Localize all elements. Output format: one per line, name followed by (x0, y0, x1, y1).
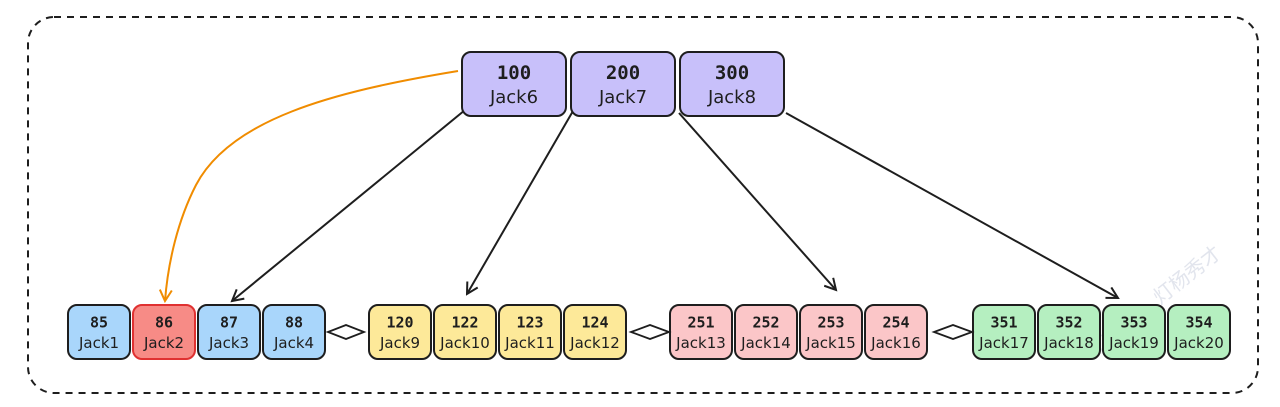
leaf-link-1-2 (325, 324, 367, 340)
cell-box (1167, 304, 1231, 360)
cell-name: Jack3 (208, 334, 249, 352)
cell-name: Jack19 (1108, 334, 1159, 352)
cell-key: 120 (386, 314, 413, 332)
cell-name: Jack13 (675, 334, 726, 352)
cell-box (799, 304, 863, 360)
cell-key: 353 (1120, 314, 1147, 332)
cell-name: Jack11 (504, 334, 555, 352)
dashed-frame (27, 16, 1259, 394)
cell-key: 85 (90, 314, 108, 332)
pointer-arrow-leaf-2 (467, 110, 574, 294)
cell-name: Jack2 (143, 334, 184, 352)
pointer-arrow-leaf-1 (232, 109, 466, 301)
cell-key: 252 (752, 314, 779, 332)
leaf-links (325, 324, 975, 340)
cell-box (262, 304, 326, 360)
cell-box (570, 51, 676, 117)
cell-key: 87 (220, 314, 238, 332)
cell-key: 123 (516, 314, 543, 332)
cell-name: Jack7 (598, 87, 647, 108)
cell-name: Jack16 (870, 334, 921, 352)
cell-box (1102, 304, 1166, 360)
cell-box (498, 304, 562, 360)
cell-name: Jack4 (273, 334, 314, 352)
cell-key: 253 (817, 314, 844, 332)
cell-name: Jack17 (978, 334, 1029, 352)
pointer-arrow-leaf-4 (785, 112, 1118, 298)
cell-key: 351 (990, 314, 1017, 332)
search-path-arrow (165, 70, 459, 301)
cell-name: Jack10 (439, 334, 490, 352)
cell-box (563, 304, 627, 360)
child-pointers (165, 70, 1118, 301)
cell-key: 352 (1055, 314, 1082, 332)
cell-key: 88 (285, 314, 303, 332)
leaf-link-3-4 (931, 324, 975, 340)
cell-name: Jack18 (1043, 334, 1094, 352)
cell-box (368, 304, 432, 360)
cell-box (734, 304, 798, 360)
cell-name: Jack15 (805, 334, 856, 352)
cell-box (67, 304, 131, 360)
cell-name: Jack12 (569, 334, 620, 352)
cell-box (132, 304, 196, 360)
cell-box (461, 51, 567, 117)
cell-box (679, 51, 785, 117)
cell-name: Jack1 (78, 334, 119, 352)
cell-key: 254 (882, 314, 909, 332)
cell-box (1037, 304, 1101, 360)
cell-key: 122 (451, 314, 478, 332)
cell-key: 86 (155, 314, 173, 332)
cell-name: Jack6 (489, 87, 538, 108)
cell-name: Jack8 (707, 87, 756, 108)
pointer-arrow-leaf-3 (678, 112, 836, 290)
cell-key: 354 (1185, 314, 1212, 332)
cell-box (864, 304, 928, 360)
cell-key: 124 (581, 314, 608, 332)
cell-name: Jack14 (740, 334, 791, 352)
leaf-link-2-3 (628, 324, 672, 340)
cell-box (433, 304, 497, 360)
cell-name: Jack20 (1173, 334, 1224, 352)
cell-key: 251 (687, 314, 714, 332)
cell-box (197, 304, 261, 360)
leaf-nodes: 85Jack186Jack287Jack388Jack4120Jack9122J… (67, 304, 1231, 360)
cell-key: 200 (606, 62, 640, 84)
cell-name: Jack9 (379, 334, 420, 352)
cell-key: 100 (497, 62, 531, 84)
cell-key: 300 (715, 62, 749, 84)
